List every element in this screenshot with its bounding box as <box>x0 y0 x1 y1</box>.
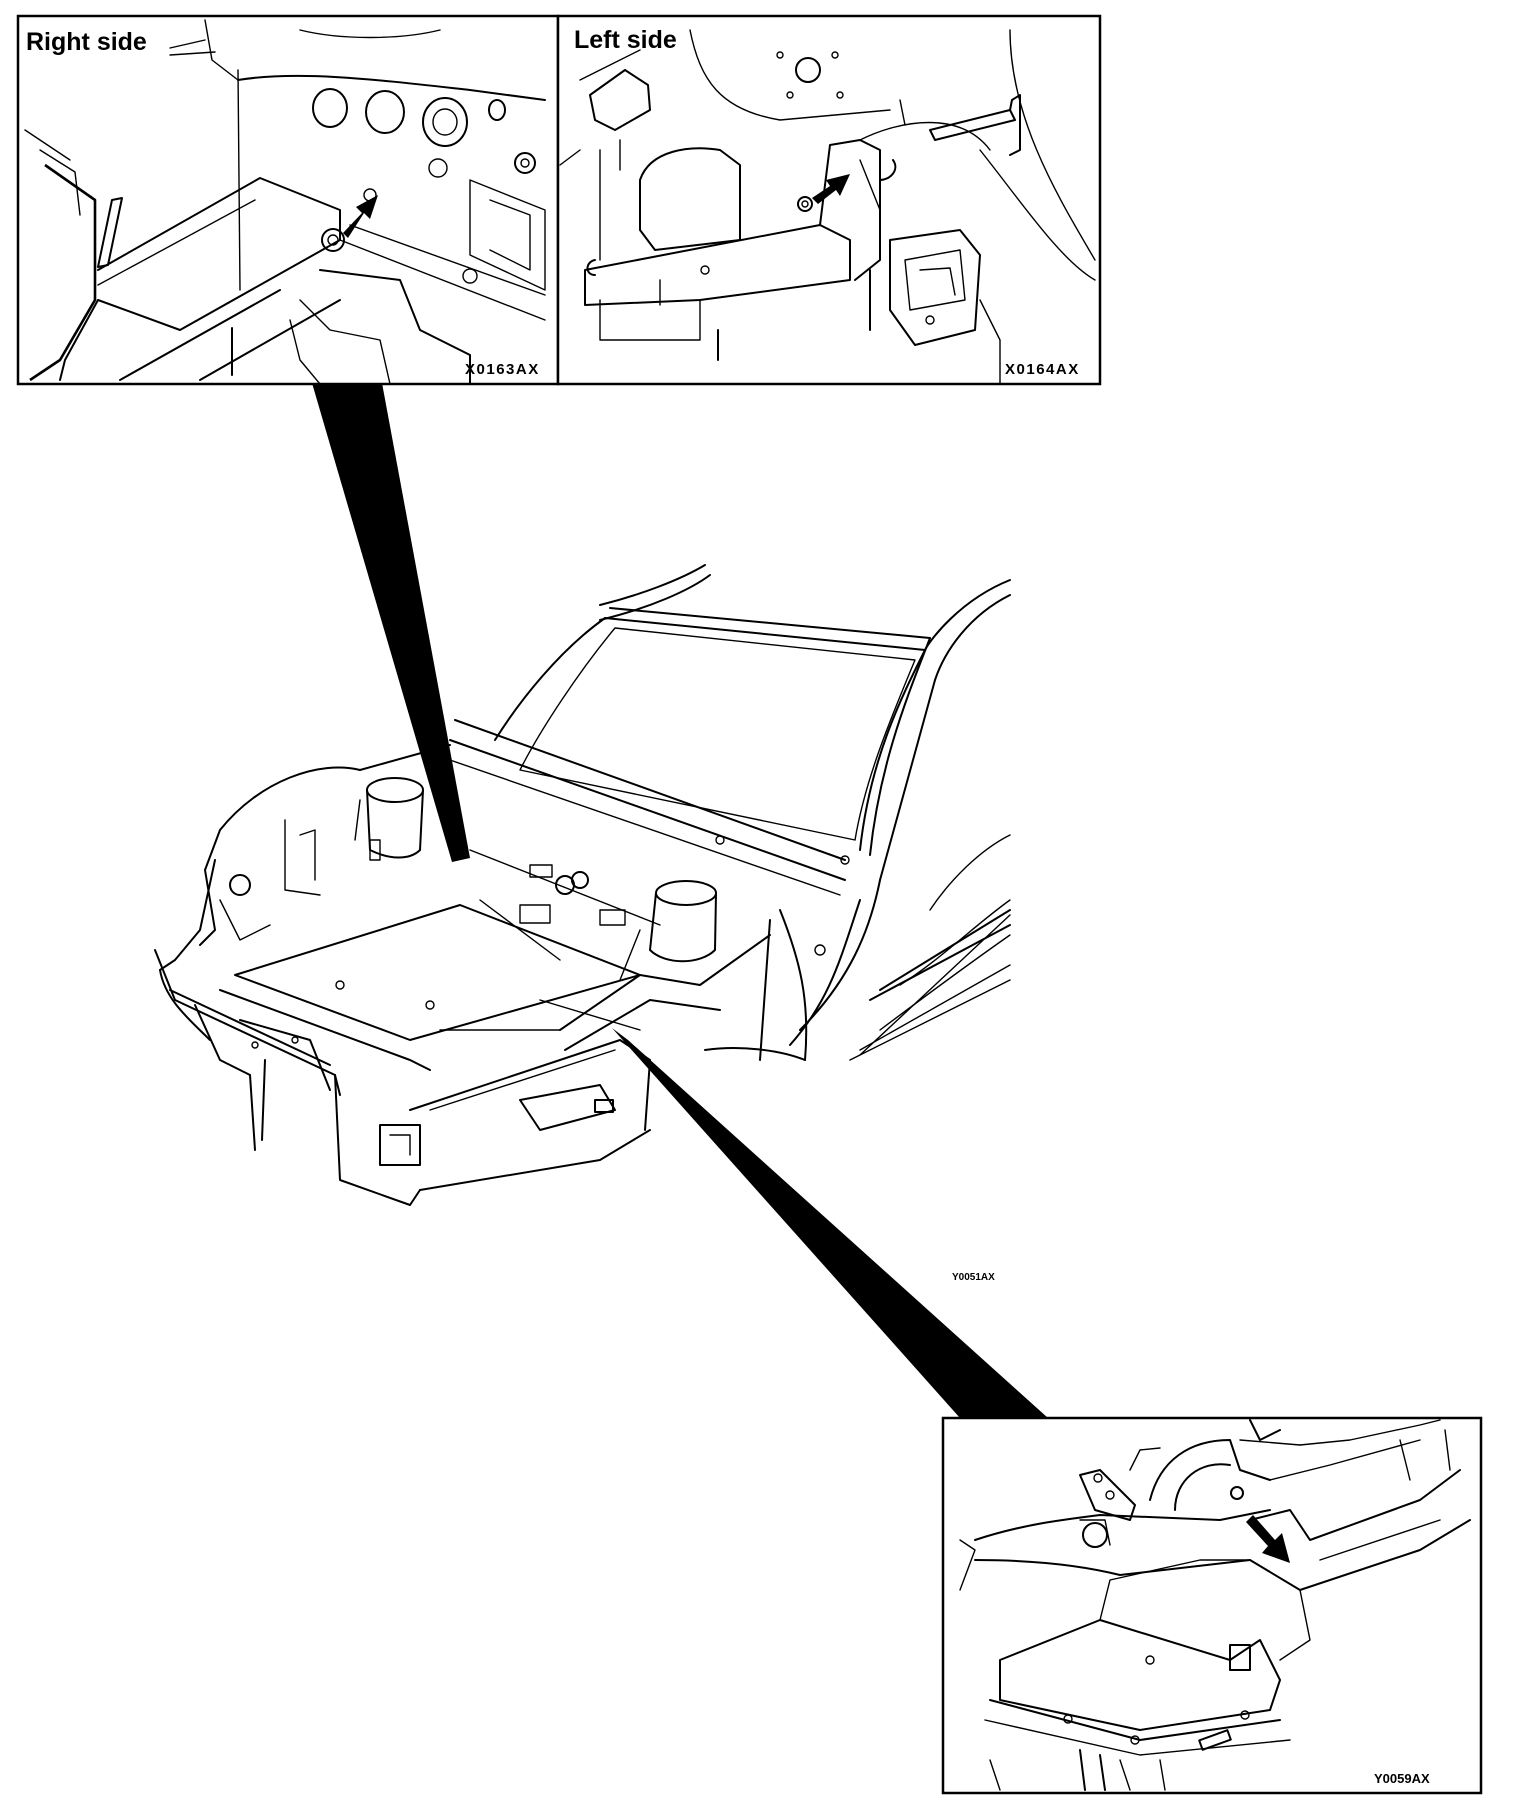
image-code-y0051ax: Y0051AX <box>952 1272 995 1283</box>
inset-right-side: Right side X0163AX <box>16 14 560 386</box>
left-side-drawing <box>559 29 1096 385</box>
image-code-y0059ax: Y0059AX <box>1374 1771 1430 1786</box>
inset-left-side: Left side X0164AX <box>556 14 1102 386</box>
car-body-front-view <box>154 564 1011 1206</box>
callout-wedge-top <box>312 383 470 862</box>
inset-title-right-side: Right side <box>26 28 147 56</box>
bolt-arrow-right-side <box>343 195 378 238</box>
callout-wedge-bottom <box>612 1028 1048 1418</box>
image-code-x0164ax: X0164AX <box>1005 361 1080 378</box>
inset-bottom: Y0059AX <box>941 1416 1483 1795</box>
bolt-arrow-left-side <box>812 174 850 204</box>
bottom-drawing <box>959 1419 1471 1791</box>
inset-title-left-side: Left side <box>574 26 677 54</box>
bolt-arrow-bottom <box>1246 1515 1290 1563</box>
inset-frame-right-side <box>16 14 560 386</box>
inset-frame-left-side <box>556 14 1102 386</box>
right-side-drawing <box>24 19 546 385</box>
image-code-x0163ax: X0163AX <box>465 361 540 378</box>
